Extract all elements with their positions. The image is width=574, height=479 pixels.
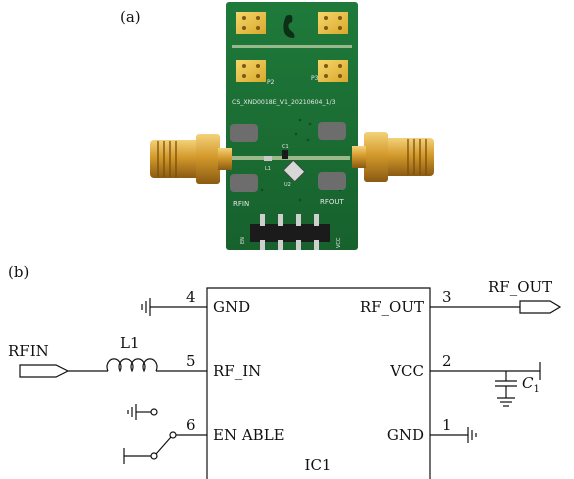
rfout-port-symbol <box>519 300 562 314</box>
silk-l1: L1 <box>265 166 271 172</box>
silk-header-en: EN <box>240 237 246 244</box>
panel-a-label: (a) <box>120 8 141 26</box>
silk-rfout: RFOUT <box>320 198 345 206</box>
pin-number-2: 2 <box>442 352 452 370</box>
ic-name-label: IC1 <box>305 456 332 474</box>
rfout-label: RF_OUT <box>488 278 552 296</box>
switch-blade <box>155 436 172 455</box>
pin-label-vcc: VCC <box>389 362 424 380</box>
silk-p3: P3 <box>311 75 319 82</box>
pin-header <box>250 214 330 250</box>
pin-label-gnd-left: GND <box>213 298 250 316</box>
gnd-pad-tr <box>318 122 346 140</box>
pin-label-rf-out: RF_OUT <box>360 298 424 316</box>
rfin-label: RFIN <box>8 342 49 360</box>
gnd-pad-tl <box>230 124 258 142</box>
ground-symbol-switch <box>127 404 137 420</box>
gnd-pad-bl <box>230 174 258 192</box>
switch-gnd-node <box>150 408 158 416</box>
silk-header-vcc: VCC <box>336 237 342 248</box>
sma-connector-left <box>150 134 232 184</box>
brand-logo <box>283 14 295 38</box>
pin-number-5: 5 <box>186 352 196 370</box>
pad-top-right <box>318 12 348 34</box>
capacitor-label-sub: 1 <box>533 384 539 395</box>
pin-number-3: 3 <box>442 288 452 306</box>
pin-number-6: 6 <box>186 416 196 434</box>
ground-symbol-pin1 <box>467 427 477 443</box>
silk-rfin: RFIN <box>233 200 249 208</box>
capacitor-c1 <box>282 150 288 159</box>
silk-c1: C1 <box>282 144 289 150</box>
gnd-pad-br <box>318 172 346 190</box>
rf-trace <box>232 156 350 160</box>
separator-trace <box>232 45 352 48</box>
silk-u2: U2 <box>284 182 291 188</box>
pad-top-left <box>236 12 266 34</box>
ic1-outline <box>206 287 431 479</box>
panel-b-label: (b) <box>8 263 29 281</box>
switch-common-node <box>169 431 177 439</box>
pin-label-enable: EN ABLE <box>213 426 285 444</box>
pad-p2 <box>236 60 266 82</box>
schematic <box>19 287 562 479</box>
pin-label-rf-in: RF_IN <box>213 362 261 380</box>
pin-label-gnd-right: GND <box>387 426 424 444</box>
silk-p2: P2 <box>267 79 275 86</box>
schematic-labels: GND RF_IN EN ABLE RF_OUT VCC GND IC1 4 5… <box>8 278 552 474</box>
inductor-label: L1 <box>120 334 140 352</box>
pcb-photo: P2 P3 CS_XND0018E_V1_20210604_1/3 <box>150 2 434 250</box>
inductor-l1 <box>264 156 272 161</box>
ground-symbol-cap <box>497 397 515 407</box>
capacitor-label: C1 <box>522 374 540 395</box>
rfin-port-symbol <box>19 364 70 378</box>
capacitor-label-main: C <box>522 374 534 392</box>
sma-connector-right <box>352 132 434 182</box>
pin-number-1: 1 <box>442 416 452 434</box>
ic-chip <box>282 159 306 183</box>
silk-board-id: CS_XND0018E_V1_20210604_1/3 <box>232 99 336 106</box>
inductor-l1-symbol <box>106 358 158 373</box>
ground-symbol-pin4 <box>141 298 151 316</box>
pin-number-4: 4 <box>186 288 196 306</box>
pad-p3 <box>318 60 348 82</box>
